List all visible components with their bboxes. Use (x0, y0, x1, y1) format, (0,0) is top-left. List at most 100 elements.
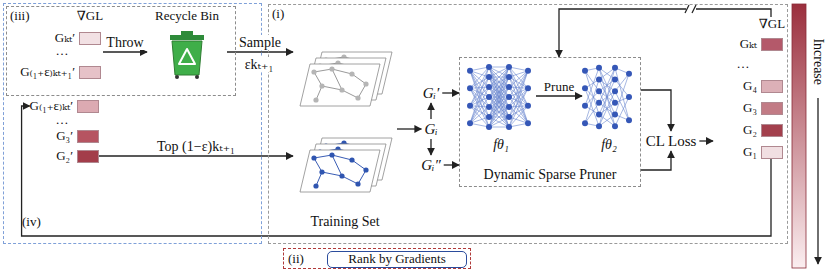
network-neuron (506, 124, 512, 130)
graph-edge (342, 90, 358, 98)
recycle-bin: Recycle Bin (147, 9, 227, 81)
flow-arrow (22, 106, 771, 236)
text-text: Gᵢ (424, 121, 437, 137)
flow-arrow (699, 140, 713, 141)
graph-vertex (329, 66, 334, 71)
bar-text: G₂ (743, 123, 757, 137)
graph-edge (332, 155, 342, 176)
network-link (470, 67, 489, 123)
graph-vertex (363, 81, 368, 86)
annotation-label: … (736, 57, 751, 71)
gradient-square (761, 146, 783, 159)
gradient-square (761, 124, 783, 137)
network-neuron (582, 68, 588, 74)
gradient-item: Gₖₜ (740, 37, 783, 51)
graph-card (300, 150, 380, 192)
increase-arrow (817, 98, 818, 264)
network-link (489, 77, 509, 127)
edge-label: Sample (238, 35, 282, 50)
network-neuron (612, 100, 618, 106)
network-neuron (626, 94, 632, 100)
network-neuron (596, 77, 602, 83)
gradient-square (77, 150, 99, 163)
network-neuron (486, 94, 492, 100)
process-box: Rank by Gradients (327, 251, 467, 268)
graph-vertex (313, 97, 318, 102)
network-neuron (596, 100, 602, 106)
bin-wheel (175, 75, 179, 79)
gradient-item: Gₖₜ′ (55, 31, 101, 45)
network-neuron (525, 120, 531, 126)
network-neuron (612, 65, 618, 71)
network-neuron (467, 120, 473, 126)
network-neuron (486, 104, 492, 110)
network-neuron (467, 68, 473, 74)
edge-label: Top (1−ε)kₜ₊₁ (156, 139, 236, 154)
edge-label: Prune (543, 80, 575, 94)
text-text: CL Loss (646, 133, 697, 149)
graph-edge (322, 86, 342, 90)
flow-arrow (99, 155, 293, 156)
network-neuron (596, 88, 602, 94)
gradient-square (761, 38, 783, 51)
graph-label: Gᵢ″ (418, 155, 443, 175)
net-text: fθ₂ (582, 137, 636, 152)
graph-label: Gᵢ′ (420, 83, 443, 103)
graph-vertex (311, 155, 316, 160)
graph-edge (332, 69, 342, 90)
annotation-label: … (55, 113, 70, 127)
network-neuron (486, 74, 492, 80)
region-text: (iv) (22, 215, 41, 229)
graph-vertex (311, 69, 316, 74)
gradient-item: G₂ (743, 123, 783, 137)
graph-vertex (339, 173, 344, 178)
bar-text: G₃ (743, 101, 757, 115)
increase-gradient-bar (792, 4, 806, 268)
break-mark (685, 5, 689, 13)
region-text: (iii) (10, 9, 30, 23)
network-link (489, 67, 509, 117)
flow-arrow (641, 151, 671, 170)
network-neuron (612, 123, 618, 129)
graph-label: Gᵢ (421, 119, 440, 139)
network-link (509, 71, 528, 127)
gradient-item: G₄ (743, 79, 783, 93)
network-link (489, 97, 509, 127)
network-link (509, 67, 528, 123)
network-neuron (506, 84, 512, 90)
gradient-square (77, 130, 99, 143)
network-neuron (596, 65, 602, 71)
break-mark (692, 5, 696, 13)
network-link (615, 74, 629, 92)
network-link (489, 77, 509, 127)
graph-label: CL Loss (643, 131, 700, 151)
flow-arrow (430, 103, 431, 119)
dashed-region: Training SetGᵢGᵢ′Gᵢ″fθ₁fθ₂Dynamic Sparse… (268, 4, 788, 244)
bar-text: G₁ (743, 145, 757, 159)
network-neuron (525, 103, 531, 109)
col-text: ∇GL (757, 17, 787, 31)
graph-vertex (339, 87, 344, 92)
network-neuron (506, 104, 512, 110)
bar-text: G₃′ (56, 129, 73, 143)
network-neuron (612, 88, 618, 94)
edge-label: Throw (105, 35, 144, 50)
bin-handle (181, 31, 193, 35)
network-link (509, 88, 528, 117)
network-neuron (525, 68, 531, 74)
network-neuron (506, 64, 512, 70)
gradient-square (79, 66, 101, 79)
network-link (599, 91, 615, 126)
flow-arrow (444, 164, 459, 165)
network-link (489, 67, 509, 117)
flow-arrow (559, 9, 771, 57)
network-neuron (486, 84, 492, 90)
flow-arrow (536, 95, 582, 96)
rank-text: Rank by Gradients (348, 252, 445, 266)
graph-vertex (363, 167, 368, 172)
graph-edge (332, 155, 352, 160)
flow-arrow (227, 51, 293, 52)
graph-vertex (329, 152, 334, 157)
graph-vertex (355, 95, 360, 100)
flow-arrow (442, 92, 459, 93)
